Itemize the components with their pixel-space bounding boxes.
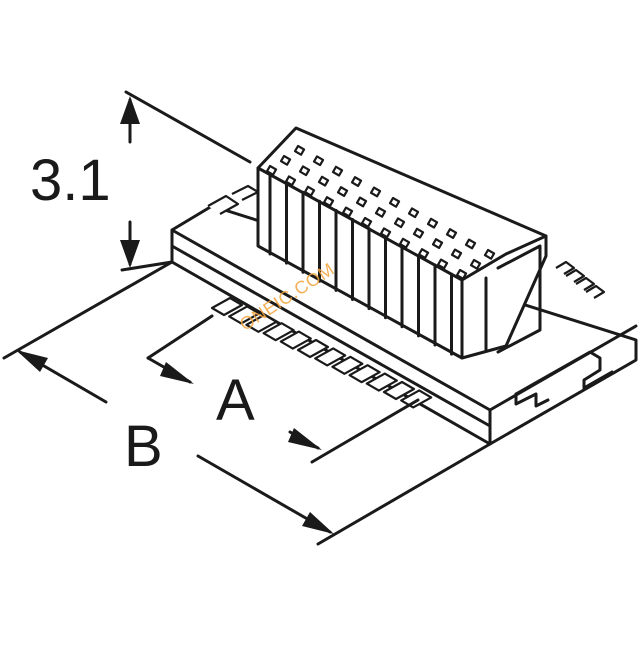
- contact-cavity: [379, 227, 392, 239]
- front-pin-row: [210, 296, 433, 409]
- contact-cavity: [388, 196, 401, 208]
- front-pin: [331, 355, 364, 375]
- pin-top-left-1: [207, 194, 240, 215]
- contact-cavity: [265, 164, 278, 176]
- contact-cavity: [455, 268, 468, 280]
- contact-cavity: [450, 248, 463, 260]
- contact-cavity: [436, 258, 449, 270]
- contact-cavity: [317, 175, 330, 187]
- contact-cavity: [393, 217, 406, 229]
- height-extension-top: [124, 90, 252, 164]
- front-pin: [296, 338, 330, 359]
- height-arrow-top: [120, 96, 140, 124]
- contact-cavity: [374, 206, 387, 218]
- front-pin: [245, 313, 278, 333]
- a-extension-right: [310, 398, 420, 464]
- key-notch-lower: [514, 392, 550, 408]
- contact-cavity: [412, 227, 425, 239]
- contact-cavity: [350, 176, 363, 187]
- height-dimension-label: 3.1: [30, 148, 111, 213]
- front-pin: [210, 296, 244, 317]
- contact-cavity: [284, 175, 297, 187]
- front-pin: [262, 322, 295, 342]
- contact-cavity: [407, 207, 420, 219]
- b-dimension-label: B: [124, 414, 163, 479]
- key-notch: [514, 350, 614, 396]
- contact-cavity: [293, 144, 306, 156]
- contact-cavity: [336, 186, 349, 197]
- a-extension-left: [146, 314, 214, 360]
- contact-cavity: [445, 228, 458, 239]
- contact-cavity: [426, 217, 439, 229]
- contact-cavity: [417, 248, 430, 259]
- contact-cavity: [469, 258, 482, 270]
- contact-cavity: [322, 196, 335, 207]
- base-step-line: [170, 244, 492, 428]
- height-arrow-bottom: [120, 240, 140, 268]
- front-pin: [279, 330, 312, 350]
- b-arrow-right: [302, 512, 334, 534]
- b-arrow-left: [16, 350, 48, 372]
- b-extension-left: [2, 260, 174, 360]
- b-extension-right: [316, 442, 492, 546]
- contact-cavity: [431, 238, 444, 249]
- contact-cavity: [312, 155, 325, 167]
- socket-end-block: [496, 244, 542, 354]
- contact-cavity: [298, 165, 311, 177]
- front-pin: [365, 372, 398, 392]
- a-dimension-label: A: [216, 368, 255, 433]
- front-pin: [314, 347, 347, 367]
- front-pin: [228, 305, 261, 325]
- contact-cavity: [464, 238, 477, 250]
- contact-cavity: [303, 185, 316, 197]
- contact-cavity: [279, 154, 292, 166]
- pin-top-left-2: [231, 184, 260, 201]
- contact-cavity: [355, 196, 368, 208]
- contact-cavity: [341, 206, 354, 218]
- height-extension-bottom: [120, 260, 174, 272]
- contact-cavity: [331, 165, 344, 177]
- contact-cavity: [398, 237, 411, 249]
- socket-top-right-edge: [460, 234, 548, 282]
- a-arrow-left: [160, 362, 194, 384]
- contact-cavities: [265, 144, 496, 280]
- contact-cavity: [369, 186, 382, 198]
- contact-cavity: [483, 248, 496, 260]
- right-pins: [555, 260, 606, 299]
- front-pin: [348, 364, 381, 384]
- contact-cavity: [360, 216, 373, 228]
- a-arrow-right: [288, 428, 322, 450]
- front-pin: [382, 380, 416, 401]
- housing-ribs: [268, 172, 453, 356]
